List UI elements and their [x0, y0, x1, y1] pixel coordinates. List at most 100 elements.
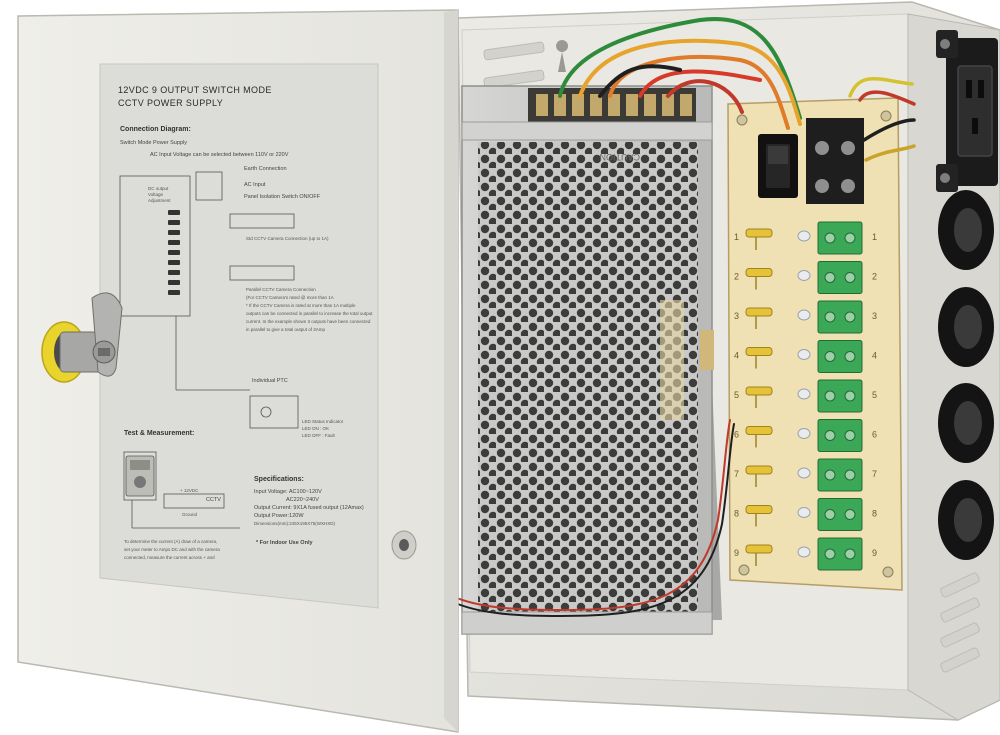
label-title: 12VDC 9 OUTPUT SWITCH MODE CCTV POWER SU… [118, 84, 272, 110]
terminal-screw [844, 232, 856, 244]
channel-number-right: 1 [872, 232, 877, 242]
diagram-led-column [168, 210, 180, 295]
output-terminal [817, 537, 863, 571]
terminal-screw [844, 272, 856, 283]
specifications-list: Input Voltage: AC100~120V AC220~240V Out… [254, 488, 364, 528]
label-title-line1: 12VDC 9 OUTPUT SWITCH MODE [118, 85, 272, 95]
determine-current-text: To determine the current (A) draw of a c… [124, 538, 220, 562]
switch-mode-text: Switch Mode Power Supply [120, 140, 187, 146]
terminal-screw [844, 430, 856, 441]
grommet [938, 480, 994, 560]
terminal-screw [824, 351, 836, 362]
status-led [797, 388, 811, 400]
parallel-cctv-line5: current. In the example shown 3 outputs … [246, 319, 371, 324]
status-led [797, 349, 811, 360]
output-terminal [817, 221, 863, 255]
ground-text: Ground [182, 512, 198, 517]
parallel-cctv-text: Parallel CCTV Camera Connection (For CCT… [246, 286, 372, 334]
channel-number-right: 4 [872, 351, 877, 361]
test-measurement-heading: Test & Measurement: [124, 430, 195, 437]
spec-input-voltage-2: AC220~240V [286, 497, 319, 503]
label-sheet [99, 63, 379, 609]
terminal-screw [824, 311, 836, 323]
output-terminal [817, 498, 863, 531]
ptc-fuse [745, 544, 773, 554]
terminal-screw [844, 311, 856, 323]
grommet [938, 190, 994, 270]
terminal-screw [824, 232, 836, 244]
specifications-heading: Specifications: [254, 476, 304, 483]
channel-number-left: 2 [734, 272, 739, 282]
dc-output-adjust-text: DC output Voltage Adjustment [148, 186, 171, 204]
channel-number-left: 9 [734, 548, 739, 558]
std-cctv-text: Std CCTV Camera Connection (up to 1A) [246, 236, 329, 241]
ptc-fuse [745, 386, 773, 396]
ac-input-text: AC Input [244, 182, 266, 188]
terminal-screw [844, 390, 856, 402]
led-status-line1: LED Status Indicator [302, 419, 344, 424]
parallel-cctv-line2: (For CCTV Camera's rated @ more than 1A [246, 295, 334, 300]
channel-number-right: 7 [872, 469, 877, 479]
ptc-fuse [745, 347, 773, 356]
spec-dimensions: Dimensions(mm):245X195X75(WXHXD) [254, 521, 336, 526]
panel-isolation-text: Panel Isolation Switch ON/OFF [244, 194, 321, 200]
ptc-fuse [745, 426, 773, 435]
terminal-screw [824, 509, 836, 520]
determine-line2: set your meter to Amps DC and with the c… [124, 547, 220, 552]
indoor-use-text: * For Indoor Use Only [256, 540, 313, 546]
output-terminal [817, 379, 863, 413]
plus-12vdc-text: + 12VDC [180, 488, 199, 493]
cable-grommets [938, 190, 994, 560]
ac-input-voltage-text: AC Input Voltage can be selected between… [150, 152, 289, 158]
psu-caution-text: CAUTION [600, 152, 641, 162]
cctv-box-text: CCTV [206, 497, 221, 503]
ptc-fuse [745, 228, 773, 238]
channel-number-left: 4 [734, 351, 739, 361]
led-indicator-grommet [391, 530, 417, 560]
terminal-screw [824, 390, 836, 402]
terminal-screw [844, 548, 856, 560]
channel-number-left: 5 [734, 390, 739, 400]
enclosure-door [17, 9, 459, 733]
channel-number-left: 1 [734, 232, 739, 242]
ptc-fuse [745, 465, 773, 475]
terminal-screw [824, 430, 836, 441]
spec-output-power: Output Power:120W [254, 513, 304, 519]
channel-number-right: 5 [872, 390, 877, 400]
door-lock [41, 292, 123, 383]
channel-number-left: 8 [734, 509, 739, 519]
led-status-text: LED Status Indicator LED ON : OK LED OFF… [302, 418, 343, 439]
individual-ptc-text: Individual PTC [252, 378, 288, 384]
status-led [797, 309, 811, 321]
status-led [797, 507, 811, 518]
earth-connection-text: Earth Connection [244, 166, 287, 172]
channel-number-left: 3 [734, 311, 739, 321]
channel-number-right: 3 [872, 311, 877, 321]
multimeter-icon [125, 455, 155, 497]
dc-output-line2: Voltage [148, 192, 164, 197]
parallel-cctv-line6: in parallel to give a total output of 3A… [246, 327, 326, 332]
channel-number-right: 9 [872, 548, 877, 558]
terminal-screw [824, 469, 836, 481]
channel-number-left: 6 [734, 430, 739, 440]
channel-number-right: 8 [872, 509, 877, 519]
determine-line1: To determine the current (A) draw of a c… [124, 539, 218, 544]
status-led [797, 230, 811, 242]
status-led [797, 428, 811, 439]
connection-diagram-heading: Connection Diagram: [120, 126, 191, 133]
parallel-cctv-line1: Parallel CCTV Camera Connection [246, 287, 316, 292]
spec-input-voltage: Input Voltage: AC100~120V [254, 489, 322, 495]
output-terminal [817, 419, 863, 452]
terminal-screw [844, 469, 856, 481]
connection-diagram-lines [119, 171, 299, 529]
